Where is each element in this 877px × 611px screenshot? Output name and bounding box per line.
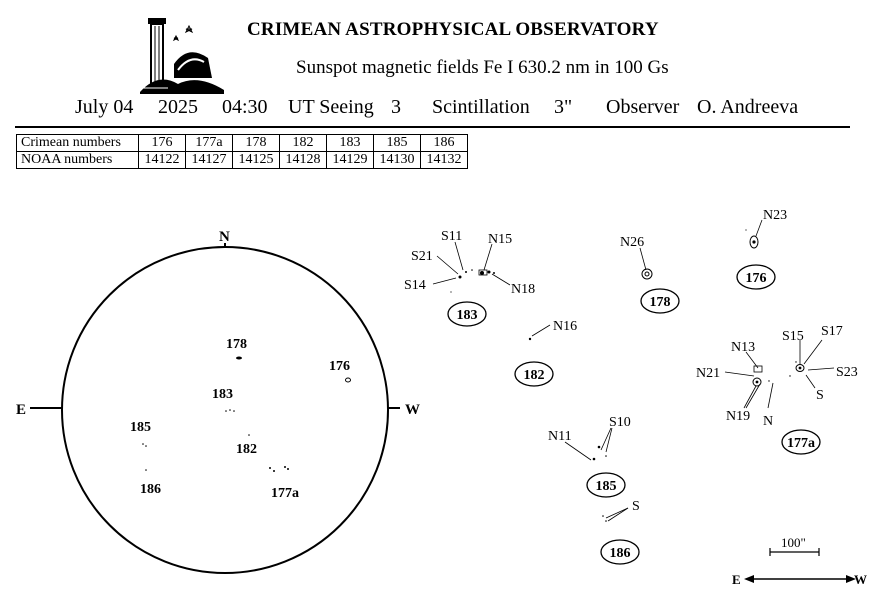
detail-sunspots — [450, 229, 805, 522]
scintillation-value: 3" — [554, 96, 573, 118]
table-cell: 14129 — [326, 151, 374, 169]
region-label: 178 — [650, 295, 671, 310]
region-numbers-table: Crimean numbers 176 177a 178 182 183 185… — [16, 134, 468, 169]
table-cell: 176 — [138, 134, 186, 152]
arrow-left-icon — [744, 575, 754, 583]
arrow-west-label: W — [854, 572, 867, 587]
sunspot-183 — [225, 410, 227, 412]
ut-seeing-label: UT Seeing — [288, 96, 374, 118]
sunspot-176 — [345, 377, 351, 383]
region-label: 182 — [524, 368, 545, 383]
table-row: Crimean numbers 176 177a 178 182 183 185… — [16, 134, 468, 152]
polarity-label: N19 — [726, 409, 750, 424]
polarity-label: S — [816, 388, 824, 403]
sunspot-177a — [273, 470, 275, 472]
polarity-label: N23 — [763, 208, 787, 223]
sunspot-183 — [229, 409, 231, 411]
polarity-label: S17 — [821, 324, 843, 339]
polarity-label: N15 — [488, 232, 512, 247]
scintillation-label: Scintillation — [432, 96, 530, 118]
region-oval-183 — [447, 301, 487, 327]
region-label: 183 — [457, 308, 478, 323]
region-oval-177a — [781, 429, 821, 455]
west-label: W — [405, 402, 420, 418]
observation-subtitle: Sunspot magnetic fields Fe I 630.2 nm in… — [296, 57, 669, 78]
disk-region-label: 177a — [271, 486, 299, 501]
sunspot-177a — [284, 466, 286, 468]
table-cell: NOAA numbers — [16, 151, 139, 169]
leader-lines — [432, 219, 835, 522]
table-cell: 186 — [420, 134, 468, 152]
polarity-label: S — [632, 499, 640, 514]
sunspot-183 — [233, 410, 235, 412]
region-oval-185 — [586, 472, 626, 498]
disk-region-label: 182 — [236, 442, 257, 457]
sunspot-177a — [287, 468, 289, 470]
year-text: 2025 — [158, 96, 198, 118]
observatory-logo — [140, 18, 224, 94]
table-cell: 14132 — [420, 151, 468, 169]
disk-region-label: 185 — [130, 420, 151, 435]
polarity-label: S21 — [411, 249, 433, 264]
polarity-label: N — [763, 414, 773, 429]
region-oval-178 — [640, 288, 680, 314]
region-label: 176 — [746, 271, 767, 286]
header-divider — [15, 126, 850, 128]
sunspot-182 — [248, 434, 250, 436]
north-label: N — [219, 229, 230, 245]
table-cell: 14127 — [185, 151, 233, 169]
sunspot-178 — [236, 356, 242, 360]
arrow-east-label: E — [732, 572, 741, 587]
polarity-label: N26 — [620, 235, 644, 250]
polarity-label: N13 — [731, 340, 755, 355]
polarity-label: N18 — [511, 282, 535, 297]
table-cell: 14128 — [279, 151, 327, 169]
observatory-title: CRIMEAN ASTROPHYSICAL OBSERVATORY — [247, 19, 659, 40]
seeing-value: 3 — [391, 96, 401, 118]
disk-region-label: 176 — [329, 359, 350, 374]
polarity-label: S14 — [404, 278, 426, 293]
arrow-right-icon — [846, 575, 856, 583]
sunspot-185 — [142, 443, 144, 445]
polarity-label: S15 — [782, 329, 804, 344]
table-row: NOAA numbers 14122 14127 14125 14128 141… — [16, 151, 468, 169]
polarity-label: S10 — [609, 415, 631, 430]
sunspot-185 — [145, 445, 147, 447]
region-oval-176 — [736, 264, 776, 290]
disk-sunspots — [142, 356, 351, 472]
solar-disk — [61, 246, 389, 574]
polarity-label: N21 — [696, 366, 720, 381]
polarity-label: S11 — [441, 229, 462, 244]
sunspot-177a — [269, 467, 271, 469]
east-label: E — [16, 402, 26, 418]
date-text: July 04 — [75, 96, 134, 118]
time-text: 04:30 — [222, 96, 268, 118]
polarity-label: S23 — [836, 365, 858, 380]
table-cell: 177a — [185, 134, 233, 152]
polarity-label: N11 — [548, 429, 572, 444]
observer-name: O. Andreeva — [697, 96, 799, 118]
table-cell: 14130 — [373, 151, 421, 169]
region-label: 186 — [610, 546, 631, 561]
polarity-label: N16 — [553, 319, 577, 334]
disk-region-label: 183 — [212, 387, 233, 402]
disk-region-label: 178 — [226, 337, 247, 352]
region-label: 185 — [596, 479, 617, 494]
region-oval-182 — [514, 361, 554, 387]
observer-label: Observer — [606, 96, 680, 118]
region-oval-186 — [600, 539, 640, 565]
disk-region-label: 186 — [140, 482, 161, 497]
sunspot-186 — [145, 469, 147, 471]
table-cell: 14125 — [232, 151, 280, 169]
scale-label: 100" — [781, 535, 806, 550]
region-label: 177a — [787, 436, 815, 451]
